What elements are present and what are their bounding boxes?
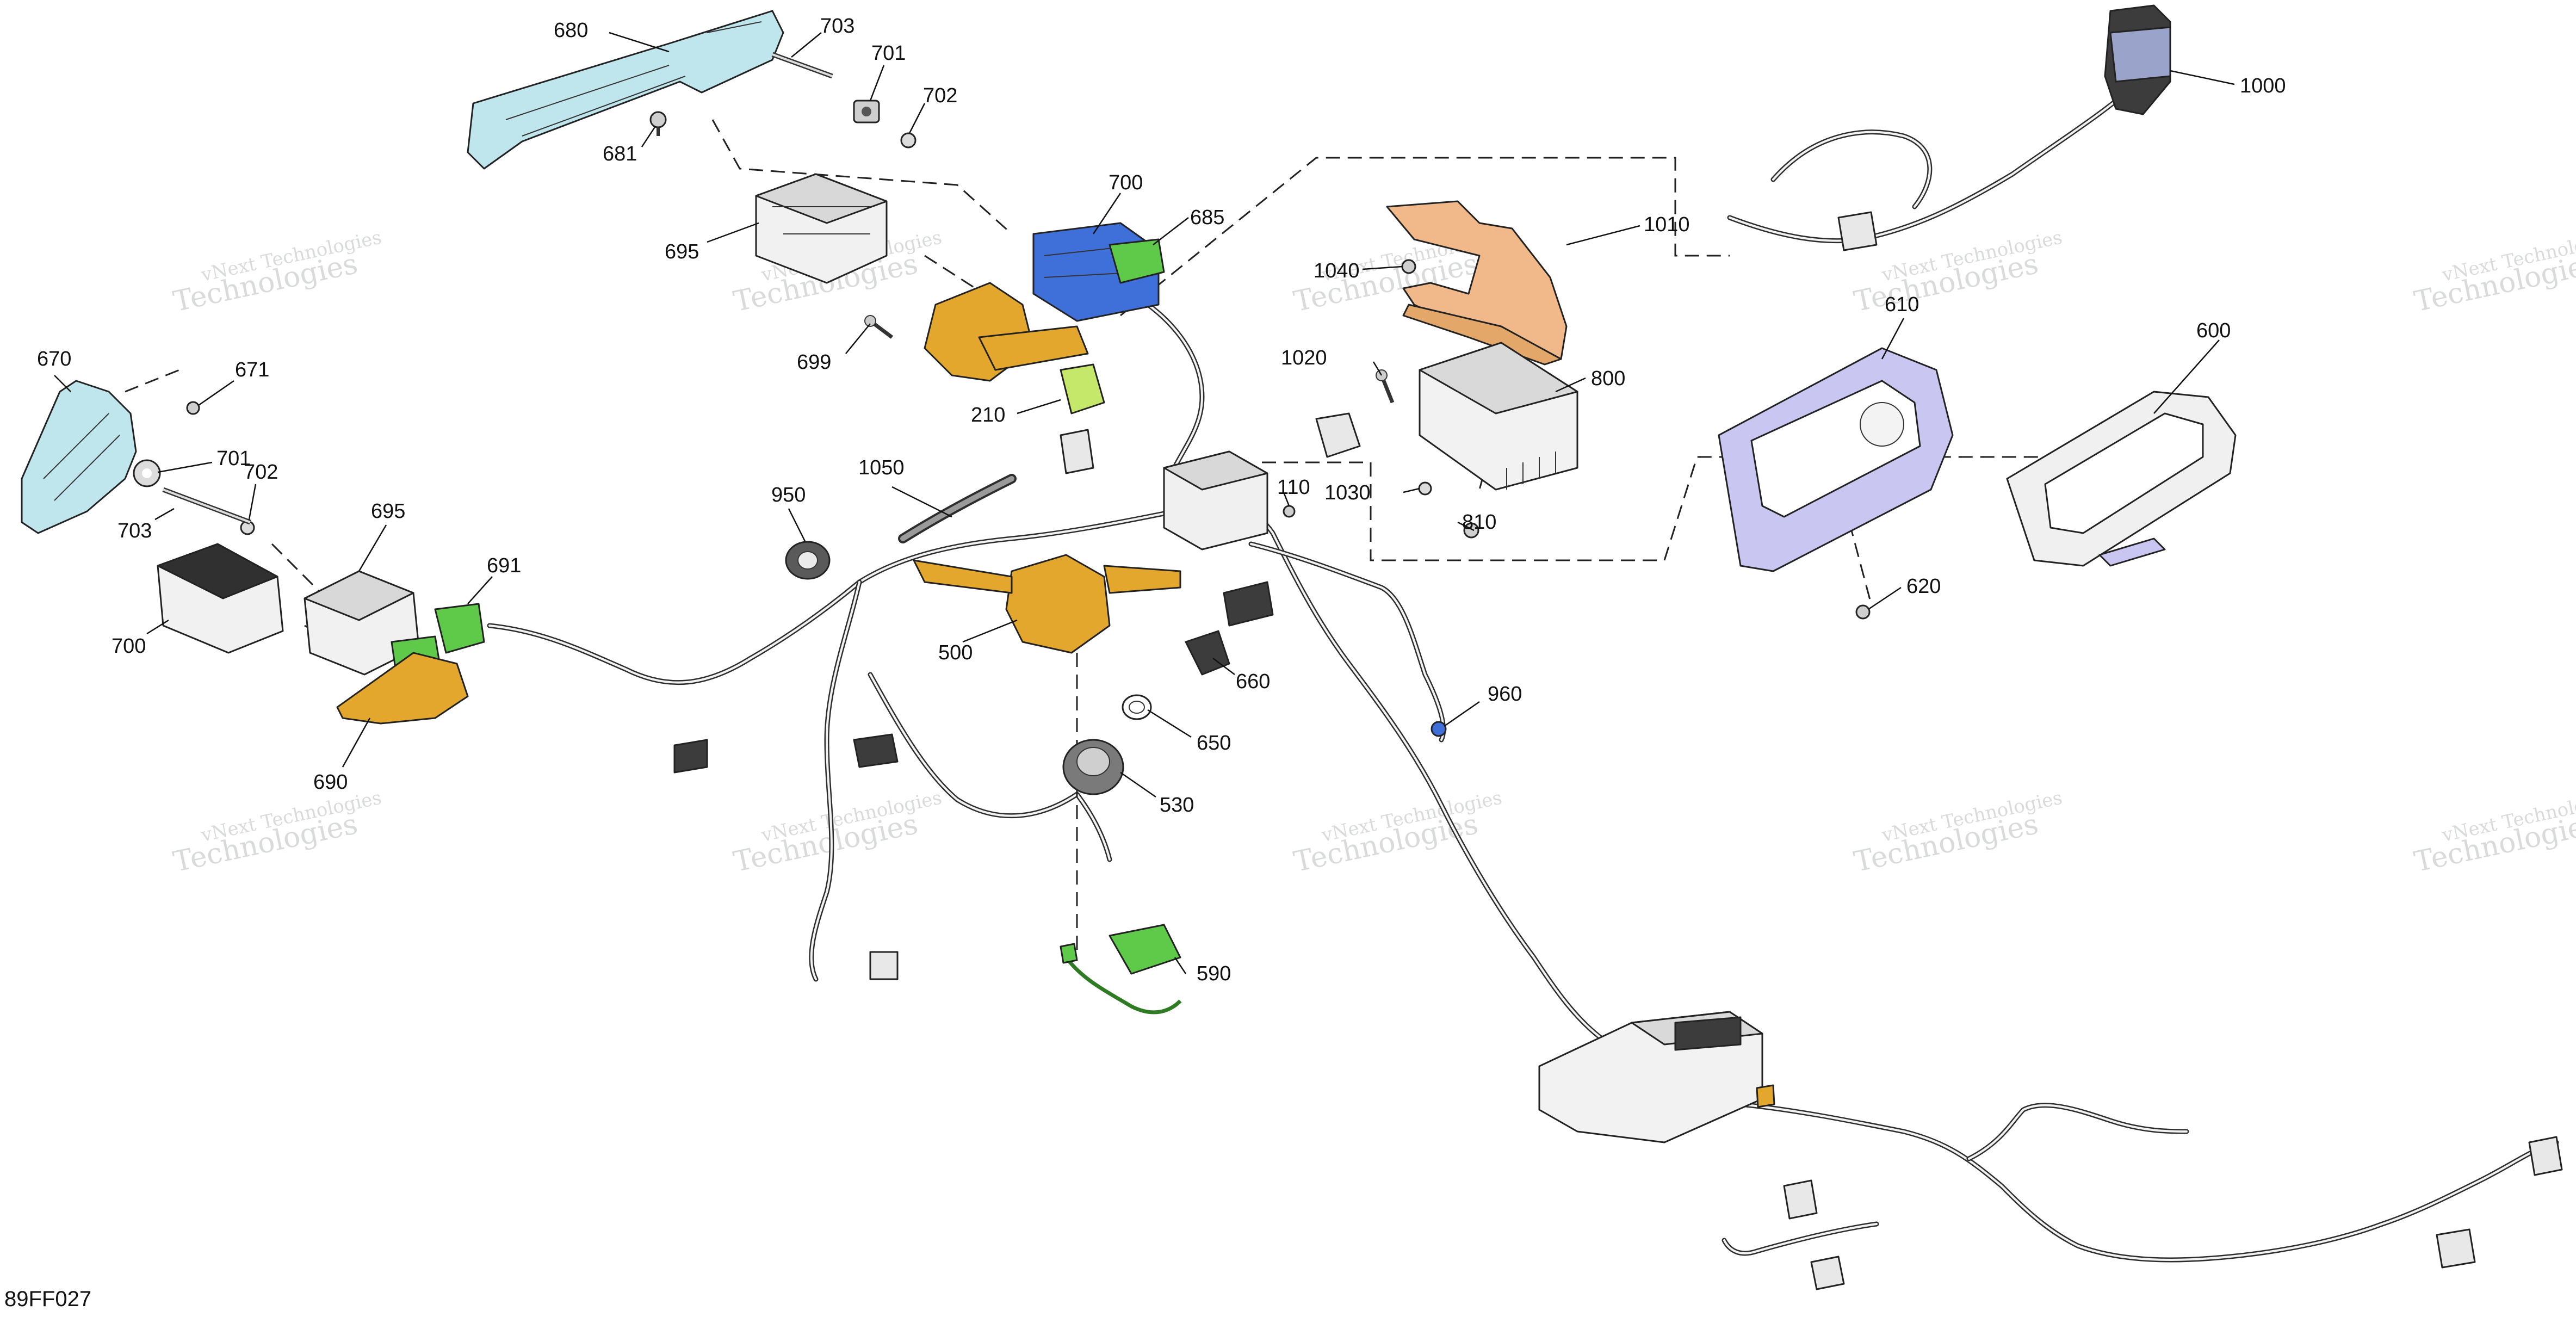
fuse-box-700-left <box>157 543 284 654</box>
harness-clip-orange-left <box>336 652 469 725</box>
callout-label: 690 <box>313 771 348 794</box>
callout-label: 703 <box>820 15 854 38</box>
harness-clip-orange-top <box>924 282 1089 382</box>
callout-label: 1010 <box>1644 213 1690 236</box>
switch-1000 <box>2104 4 2171 115</box>
callout-label: 702 <box>244 461 278 484</box>
housing-610 <box>1718 347 1954 572</box>
callout-label: 699 <box>797 351 831 374</box>
callout-label: 691 <box>487 554 521 577</box>
diagram-code: 89FF027 <box>4 1287 92 1311</box>
bracket-680 <box>467 10 784 170</box>
wiring-harness <box>487 79 2559 1263</box>
callout-label: 530 <box>1160 794 1194 817</box>
callout-label: 210 <box>971 404 1005 426</box>
callout-label: 660 <box>1236 670 1270 693</box>
screw-620 <box>1855 604 1871 620</box>
leader-lines <box>54 32 2235 974</box>
callout-label: 671 <box>235 358 269 381</box>
callout-label: 700 <box>112 635 146 658</box>
relay-box-695-top <box>755 173 888 284</box>
callout-label: 700 <box>1109 171 1143 194</box>
callout-labels: 680 703 701 702 681 700 685 695 699 210 … <box>37 15 2286 985</box>
screw-1020 <box>1376 369 1395 404</box>
module-800 <box>1419 342 1578 491</box>
callout-label: 500 <box>938 641 973 664</box>
callout-label: 701 <box>871 42 906 65</box>
callout-label: 590 <box>1197 962 1231 985</box>
fastener-703-top <box>771 52 833 79</box>
callout-label: 1050 <box>858 456 905 479</box>
callout-label: 680 <box>554 19 588 42</box>
connector-module <box>1315 412 1361 458</box>
callout-label: 681 <box>603 143 637 165</box>
callout-label: 800 <box>1591 367 1625 390</box>
nut-701-top <box>853 100 880 123</box>
bolt-681 <box>649 111 667 136</box>
strip-1050 <box>898 474 1017 543</box>
callout-label: 695 <box>665 240 699 263</box>
callout-label: 1040 <box>1314 259 1360 282</box>
clip-960 <box>1431 721 1447 737</box>
callout-label: 650 <box>1197 732 1231 755</box>
relay-500 <box>913 554 1181 654</box>
grommet-650 <box>1122 694 1152 720</box>
callout-label: 110 <box>1277 476 1310 499</box>
horn-530 <box>1062 739 1124 795</box>
callout-label: 701 <box>216 447 251 470</box>
harness-connectors <box>673 211 2563 1290</box>
switch-590 <box>1060 924 1182 1015</box>
screw-1040 <box>1401 259 1416 274</box>
connector-660 <box>1185 630 1230 676</box>
bracket-1010 <box>1386 200 1568 366</box>
callout-label: 670 <box>37 348 71 370</box>
connector-210 <box>1060 363 1105 415</box>
nut-702-top <box>900 132 917 149</box>
bracket-670 <box>21 380 137 534</box>
ecu-module <box>1538 1011 1775 1143</box>
gauge-cluster-600 <box>2006 391 2237 567</box>
connector-685 <box>1109 238 1165 284</box>
callout-label: 950 <box>771 484 806 506</box>
callout-label: 702 <box>923 84 957 107</box>
nut-1030 <box>1418 481 1432 496</box>
callout-label: 685 <box>1190 206 1224 229</box>
screw-671 <box>186 401 200 415</box>
relay-box-695-left <box>304 570 420 676</box>
callout-label: 810 <box>1462 511 1496 534</box>
screw-699 <box>864 315 894 339</box>
callout-label: 1020 <box>1281 347 1327 369</box>
callout-label: 703 <box>117 520 152 542</box>
washer-701-left <box>133 459 161 487</box>
callout-label: 610 <box>1885 293 1919 316</box>
callout-label: 620 <box>1906 575 1941 598</box>
callout-label: 1030 <box>1324 481 1371 504</box>
socket-950 <box>785 541 831 580</box>
callout-label: 960 <box>1488 683 1522 706</box>
callout-label: 695 <box>371 500 405 523</box>
callout-label: 600 <box>2196 319 2231 342</box>
junction-box <box>1163 450 1268 551</box>
callout-label: 1000 <box>2240 75 2286 97</box>
screw-110 <box>1283 505 1296 518</box>
stud-703-left <box>162 487 251 525</box>
